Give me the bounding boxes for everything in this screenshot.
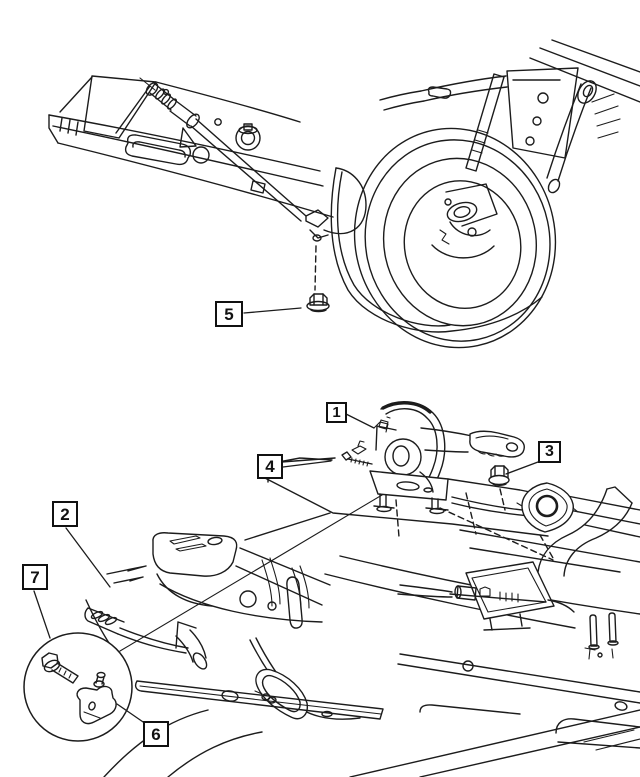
floor-pan-lever-view [24,402,640,777]
cable-chevron-marks [107,566,146,583]
tunnel-slot-and-holes [240,577,302,628]
tunnel-channel [538,487,632,576]
callout-box-5[interactable]: 5 [215,301,243,327]
cable-route-line [120,489,392,651]
rear-cable-drum-loop [324,168,542,332]
rear-cable-upper [140,78,306,221]
trailing-arm [380,76,507,110]
callout-label-6: 6 [151,724,161,744]
parking-brake-lever [370,402,524,513]
projection-dashed-line [315,246,316,290]
detail-circle [24,633,132,741]
bracket-6 [77,673,116,724]
cable-grommet [452,483,578,532]
leader-6 [117,704,146,724]
mounting-studs [589,613,618,649]
seat-riser-hump [153,533,330,622]
callout-label-7: 7 [30,567,40,587]
callout-label-1: 1 [332,404,341,421]
cable-equalizer [398,562,574,630]
callout-box-1[interactable]: 1 [326,402,347,423]
leader-1 [346,414,374,428]
callout-label-3: 3 [545,443,554,460]
callout-box-6[interactable]: 6 [143,721,169,747]
leader-2 [66,528,110,587]
leader-7 [34,591,50,638]
spring-link [546,78,620,195]
cable-guide-loop [250,638,360,719]
callout-box-7[interactable]: 7 [22,564,48,590]
callout-label-2: 2 [60,504,70,524]
cable-clamp [306,210,328,241]
rear-axle-brake-drum-view [49,40,640,366]
callout-box-2[interactable]: 2 [52,501,78,527]
axle-crossmember [49,82,333,217]
floor-pan-surface [86,458,640,777]
callout-box-4[interactable]: 4 [257,454,283,479]
frame-rails [530,40,640,102]
leader-4 [283,461,331,467]
callout-leader-lines [34,308,538,724]
screw-4 [268,441,372,482]
seat-track-bar [136,681,383,719]
callout-label-4: 4 [265,457,275,476]
flange-nut-3 [489,466,509,485]
bolt-7 [42,653,78,683]
shock-absorber [466,74,504,171]
leader-5 [244,308,301,313]
brake-drum-wheel [334,110,575,367]
front-cable-left-end [85,608,209,671]
body-bracket [507,68,578,158]
projection-dashes [396,489,553,560]
callout-label-5: 5 [224,304,234,324]
leader-3 [506,462,538,474]
callout-box-3[interactable]: 3 [538,441,561,463]
body-flap-panel [60,76,156,138]
hub-and-knuckle [432,184,497,258]
flange-nut-5 [307,294,329,312]
